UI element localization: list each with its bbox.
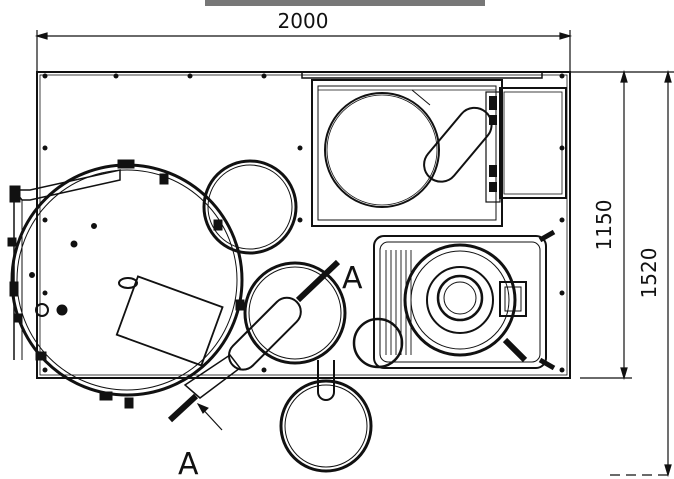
- dimension-label-width: 2000: [278, 9, 329, 33]
- dimension-1520: [610, 69, 674, 478]
- drum-details: [7, 159, 245, 409]
- mixer-unit: [373, 229, 556, 371]
- section-marker-bottom: A: [178, 447, 199, 479]
- upper-vessel: [202, 159, 298, 255]
- center-vessel: [243, 261, 347, 365]
- lower-vessel: [279, 379, 373, 473]
- dimension-2000: [34, 30, 573, 72]
- small-vessel: [352, 317, 404, 369]
- section-marker-top: A: [342, 261, 363, 296]
- dimension-label-outer-height: 1520: [637, 248, 661, 299]
- header-strip: [205, 0, 485, 6]
- dimension-label-inner-height: 1150: [592, 200, 616, 251]
- dimension-1150: [570, 69, 632, 381]
- hopper-unit: [301, 71, 567, 227]
- connector-pipe: [317, 360, 335, 401]
- hopper-fasteners: [489, 96, 497, 192]
- section-line-a-a: [167, 259, 341, 431]
- discharge-chute: [183, 296, 302, 399]
